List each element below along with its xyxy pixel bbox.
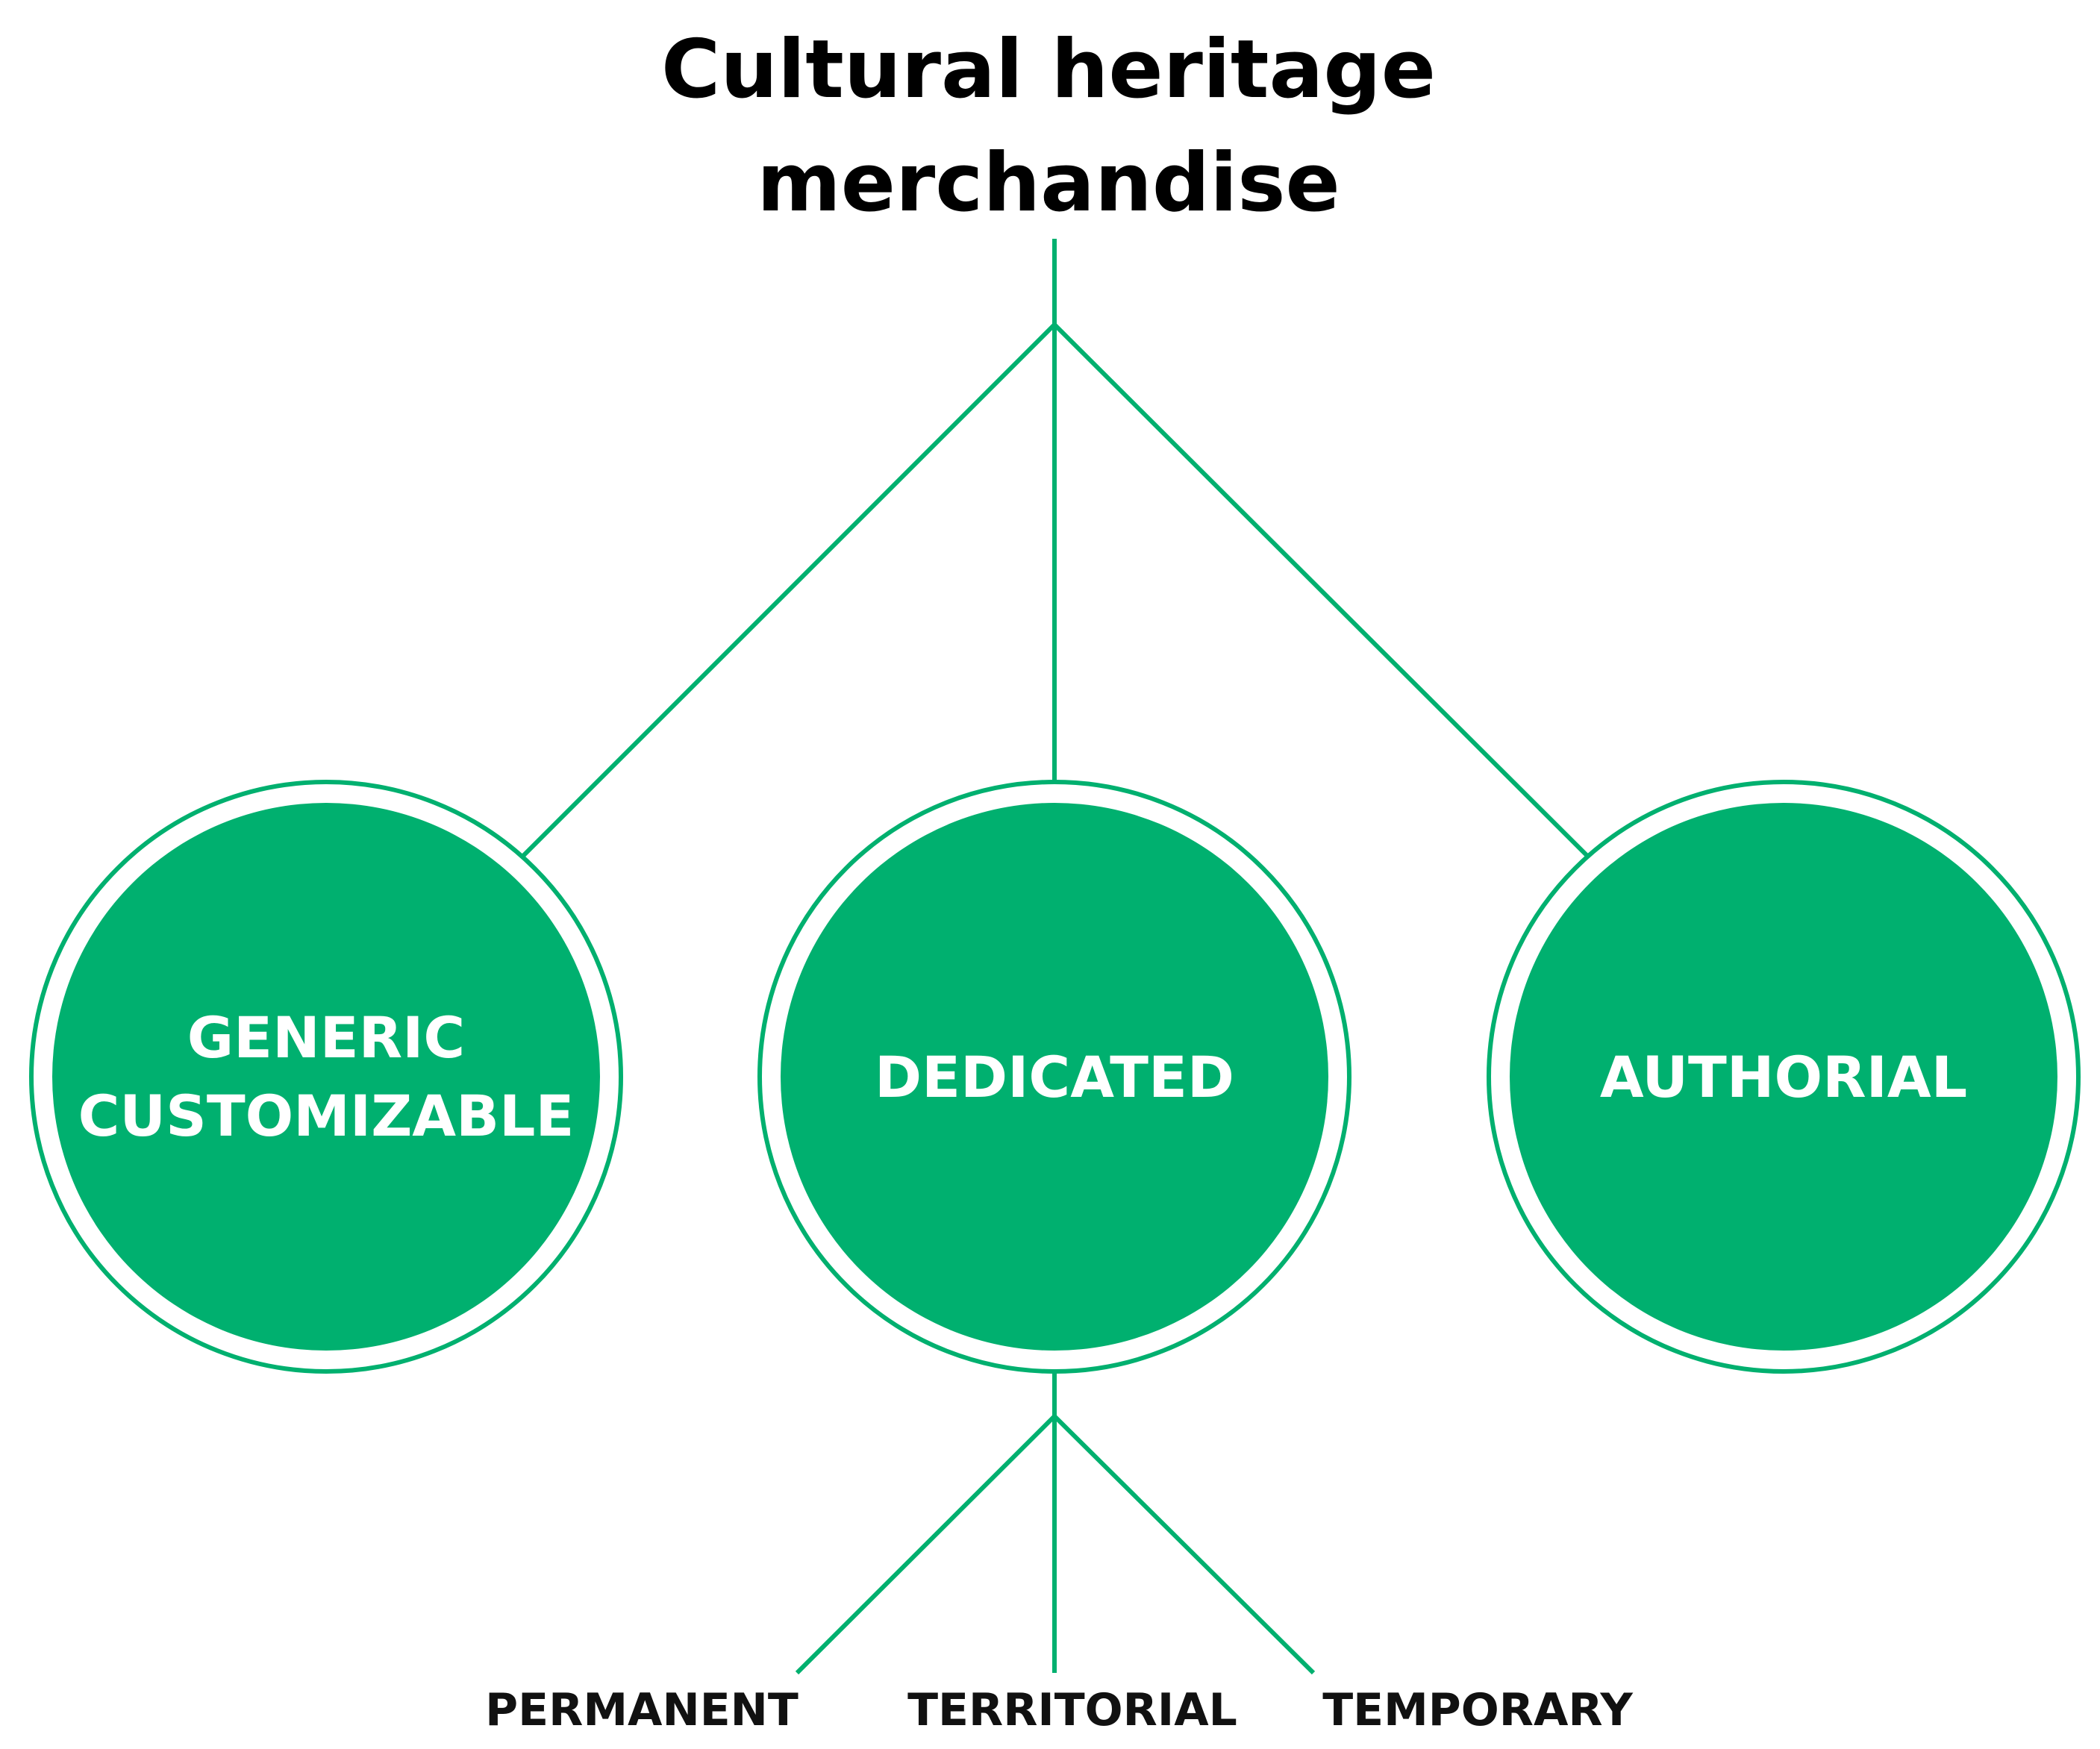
subcategory-permanent-label: PERMANENT <box>485 1684 799 1736</box>
bottom-connectors <box>795 1371 1316 1675</box>
authorial-inner-circle <box>1510 803 2057 1351</box>
category-node-dedicated: DEDICATED <box>757 780 1351 1374</box>
generic-label-line-2: CUSTOMIZABLE <box>78 1083 575 1149</box>
diagram-title-line-2: merchandise <box>757 137 1340 230</box>
category-node-authorial: AUTHORIAL <box>1487 780 2081 1374</box>
authorial-label: AUTHORIAL <box>1600 1044 1967 1110</box>
dedicated-label: DEDICATED <box>875 1044 1234 1110</box>
top-connectors <box>520 239 1590 859</box>
diagram-title-line-1: Cultural heritage <box>661 23 1436 116</box>
branch-to-temporary-line <box>1052 1414 1316 1675</box>
generic-label-line-1: GENERIC <box>187 1004 465 1071</box>
generic-inner-circle <box>52 803 600 1351</box>
branch-to-permanent-line <box>795 1414 1057 1675</box>
subcategory-territorial-label: TERRITORIAL <box>907 1684 1237 1736</box>
branch-to-generic-line <box>520 322 1057 859</box>
branch-to-authorial-line <box>1052 322 1590 859</box>
category-node-generic-customizable: GENERIC CUSTOMIZABLE <box>29 780 623 1374</box>
subcategory-temporary-label: TEMPORARY <box>1322 1684 1634 1736</box>
dedicated-inner-circle <box>781 803 1328 1351</box>
